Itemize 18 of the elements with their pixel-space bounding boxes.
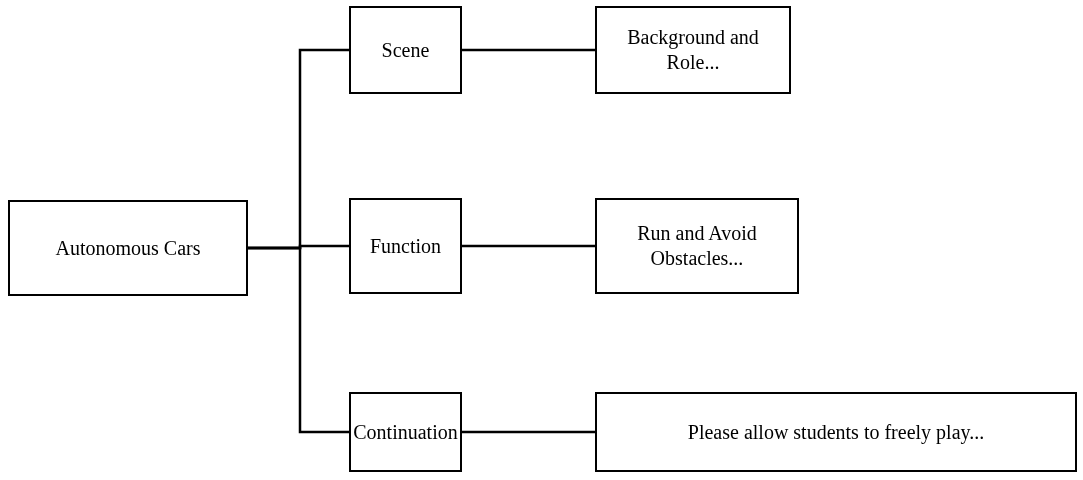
box-label: Run and Avoid Obstacles... [636,221,758,271]
box-label: Continuation [353,419,458,445]
connector-line [462,430,595,434]
process-box [349,6,462,94]
box-label: Please allow students to freely play... [687,419,985,445]
box-label: Function [369,233,442,259]
connector-line [462,244,595,248]
connector-line [462,48,595,52]
box-label: Scene [381,37,430,63]
process-box [595,198,799,294]
process-box [349,392,462,472]
process-box [8,200,248,296]
box-label: Background and Role... [626,25,760,75]
process-box [595,6,791,94]
process-box [595,392,1077,472]
connector-line [248,246,349,434]
box-label: Autonomous Cars [55,235,201,261]
process-box [349,198,462,294]
